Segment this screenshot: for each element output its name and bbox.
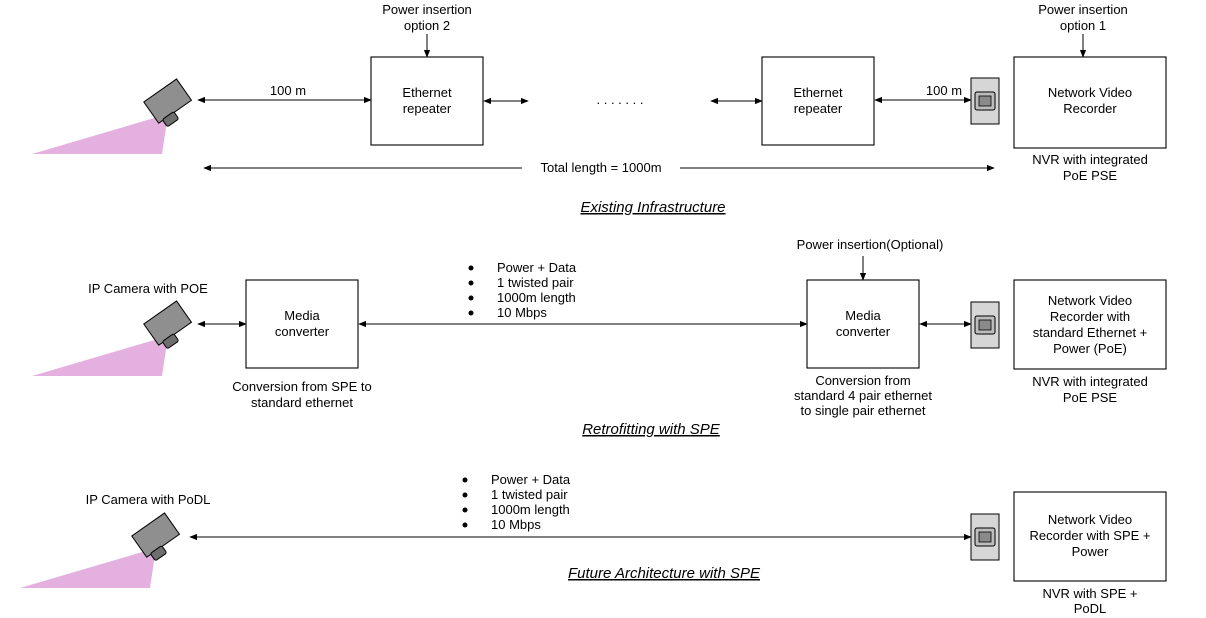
converter-2-caption-line2: standard 4 pair ethernet (794, 388, 932, 403)
bullet-dot (462, 522, 468, 528)
retrofitting-heading: Retrofitting with SPE (582, 421, 721, 438)
nvr-3-line1: Network Video (1048, 512, 1132, 527)
ethernet-port-2-icon (970, 301, 1000, 349)
spec-item: 1 twisted pair (497, 275, 574, 290)
nvr-2-caption-line2: PoE PSE (1063, 390, 1118, 405)
future-architecture-heading: Future Architecture with SPE (568, 565, 761, 582)
power-option-1-line1: Power insertion (1038, 2, 1128, 17)
network-video-recorder-1 (1013, 56, 1167, 149)
bullet-dot (462, 477, 468, 483)
ethernet-repeater-2 (761, 56, 875, 146)
bullet-dot (462, 507, 468, 513)
spec-item: Power + Data (491, 472, 571, 487)
media-converter-2 (806, 279, 920, 369)
existing-infrastructure-heading: Existing Infrastructure (580, 199, 725, 216)
nvr-3-caption-line1: NVR with SPE + (1042, 586, 1137, 601)
nvr-2-caption-line1: NVR with integrated (1032, 374, 1148, 389)
length-right-label: 100 m (926, 83, 962, 98)
converter-2-line1: Media (845, 308, 881, 323)
existing-infrastructure-section: 100 m Ethernet repeater Power insertion … (31, 2, 1167, 216)
future-spec-list: Power + Data 1 twisted pair 1000m length… (462, 472, 571, 532)
future-architecture-section: IP Camera with PoDL Power + Data 1 twist… (19, 472, 1167, 616)
retrofit-spec-list: Power + Data 1 twisted pair 1000m length… (468, 260, 577, 320)
repeater-2-line2: repeater (794, 101, 843, 116)
network-video-recorder-3 (1013, 491, 1167, 582)
bullet-dot (462, 492, 468, 498)
media-converter-1 (245, 279, 359, 369)
spec-item: 1000m length (491, 502, 570, 517)
converter-2-caption-line3: to single pair ethernet (800, 403, 925, 418)
spec-item: Power + Data (497, 260, 577, 275)
total-length-label: Total length = 1000m (540, 160, 661, 175)
chain-dots: . . . . . . . (597, 92, 644, 107)
nvr-1-caption-line1: NVR with integrated (1032, 152, 1148, 167)
nvr-1-line1: Network Video (1048, 85, 1132, 100)
camera-poe-label: IP Camera with POE (88, 281, 208, 296)
repeater-1-line2: repeater (403, 101, 452, 116)
nvr-2-line1: Network Video (1048, 293, 1132, 308)
nvr-3-line3: Power (1072, 544, 1110, 559)
bullet-dot (468, 280, 474, 286)
length-left-label: 100 m (270, 83, 306, 98)
camera-3-icon (19, 512, 180, 589)
power-insertion-optional-label: Power insertion(Optional) (797, 237, 944, 252)
camera-1-icon (31, 78, 192, 155)
converter-2-caption-line1: Conversion from (815, 373, 910, 388)
converter-2-line2: converter (836, 324, 891, 339)
power-option-1-line2: option 1 (1060, 18, 1106, 33)
nvr-3-caption-line2: PoDL (1074, 601, 1107, 616)
bullet-dot (468, 295, 474, 301)
bullet-dot (468, 310, 474, 316)
nvr-1-line2: Recorder (1063, 101, 1117, 116)
converter-1-line2: converter (275, 324, 330, 339)
converter-1-caption-line1: Conversion from SPE to (232, 379, 371, 394)
ethernet-repeater-1 (370, 56, 484, 146)
repeater-1-line1: Ethernet (402, 85, 452, 100)
bullet-dot (468, 265, 474, 271)
retrofitting-section: IP Camera with POE Media converter Conve… (31, 237, 1167, 438)
network-video-recorder-2 (1013, 279, 1167, 370)
ethernet-port-3-icon (970, 513, 1000, 561)
ethernet-port-1-icon (970, 77, 1000, 125)
nvr-2-line2: Recorder with (1050, 309, 1130, 324)
repeater-2-line1: Ethernet (793, 85, 843, 100)
power-option-2-line1: Power insertion (382, 2, 472, 17)
spec-item: 1000m length (497, 290, 576, 305)
camera-podl-label: IP Camera with PoDL (86, 492, 211, 507)
converter-1-caption-line2: standard ethernet (251, 395, 353, 410)
converter-1-line1: Media (284, 308, 320, 323)
camera-2-icon (31, 300, 192, 377)
spec-item: 10 Mbps (497, 305, 547, 320)
nvr-1-caption-line2: PoE PSE (1063, 168, 1118, 183)
nvr-2-line4: Power (PoE) (1053, 341, 1127, 356)
spec-item: 10 Mbps (491, 517, 541, 532)
power-option-2-line2: option 2 (404, 18, 450, 33)
spec-item: 1 twisted pair (491, 487, 568, 502)
nvr-2-line3: standard Ethernet + (1033, 325, 1148, 340)
nvr-3-line2: Recorder with SPE + (1029, 528, 1150, 543)
